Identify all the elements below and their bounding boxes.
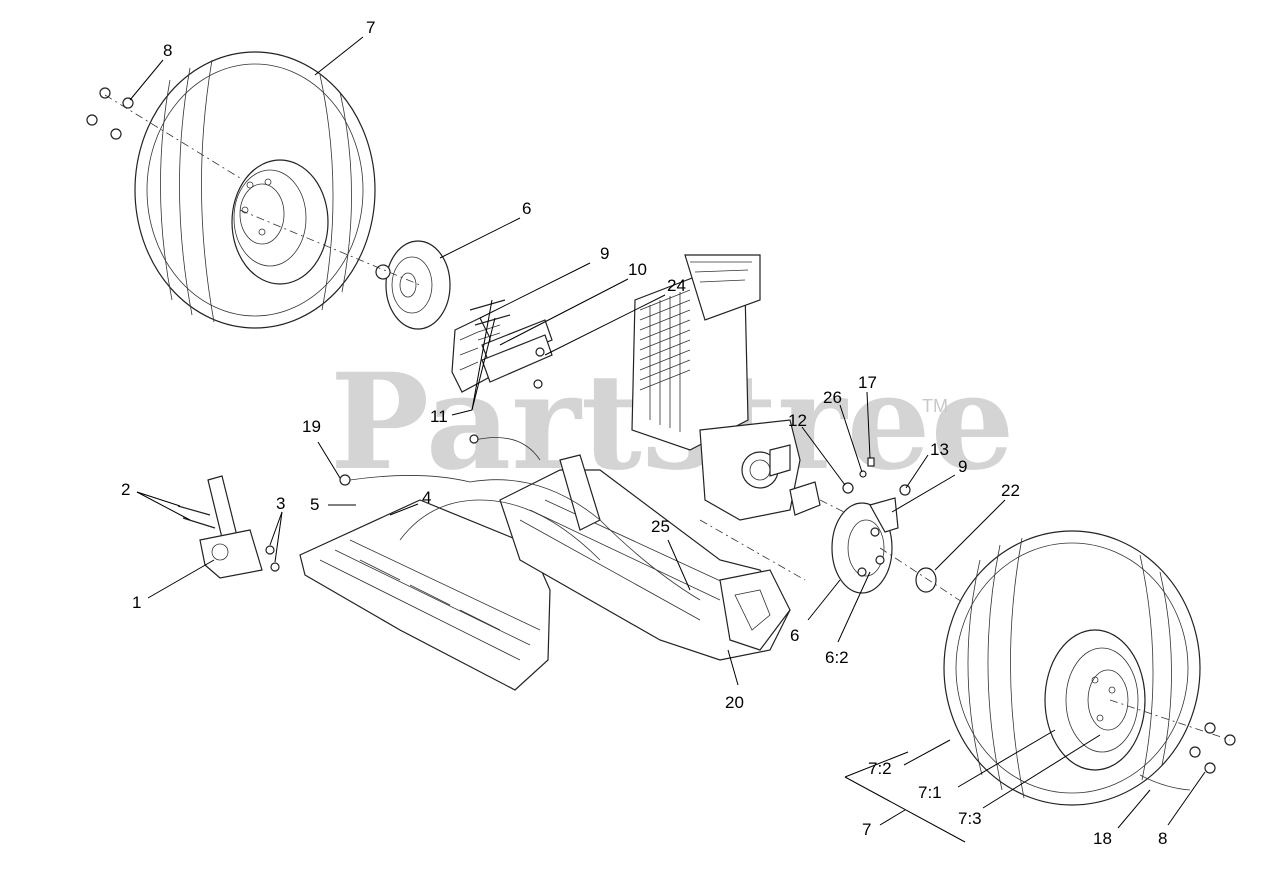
callout-3: 3 — [276, 494, 285, 513]
callout-25: 25 — [651, 517, 670, 536]
main-frame — [299, 454, 791, 691]
brake-hub-left — [375, 240, 451, 330]
callout-11: 11 — [430, 407, 448, 426]
callout-8-bottom: 8 — [1158, 829, 1167, 848]
pedal-assembly — [177, 475, 280, 579]
callout-1: 1 — [132, 593, 141, 612]
callout-8-top: 8 — [163, 41, 172, 60]
rear-wheel-right — [943, 530, 1201, 806]
callout-6-right: 6 — [790, 626, 799, 645]
callout-24: 24 — [667, 276, 686, 295]
callout-labels: 7 8 6 9 10 24 11 19 2 3 5 4 1 25 20 12 2… — [121, 18, 1167, 848]
callout-18: 18 — [1093, 829, 1112, 848]
callout-22: 22 — [1001, 481, 1020, 500]
callout-13: 13 — [930, 440, 949, 459]
callout-4: 4 — [422, 488, 431, 507]
watermark-trademark: TM — [922, 396, 948, 416]
callout-6-2: 6:2 — [825, 648, 849, 667]
callout-9-top: 9 — [600, 244, 609, 263]
callout-20: 20 — [725, 693, 744, 712]
callout-26: 26 — [823, 388, 842, 407]
brake-hub-right — [831, 497, 937, 594]
lug-nuts-bottom — [1189, 722, 1236, 774]
callout-12: 12 — [788, 411, 807, 430]
hardware-small — [842, 457, 911, 496]
mounting-bracket — [451, 317, 553, 393]
cables — [339, 434, 701, 601]
lug-nuts-top — [86, 87, 134, 140]
callout-10: 10 — [628, 260, 647, 279]
callout-7-top: 7 — [366, 18, 375, 37]
leader-lines — [129, 36, 1206, 843]
callout-5: 5 — [310, 495, 319, 514]
callout-2: 2 — [121, 480, 130, 499]
callout-7-3: 7:3 — [958, 809, 982, 828]
rear-wheel-left — [134, 51, 376, 329]
callout-7-1: 7:1 — [918, 783, 942, 802]
callout-17: 17 — [858, 373, 877, 392]
callout-7-2: 7:2 — [868, 759, 892, 778]
callout-7-bottom: 7 — [862, 820, 871, 839]
engine-transaxle — [631, 254, 821, 521]
callout-9-right: 9 — [958, 457, 967, 476]
callout-19: 19 — [302, 417, 321, 436]
callout-6-top: 6 — [522, 199, 531, 218]
bolts-11 — [469, 299, 511, 326]
